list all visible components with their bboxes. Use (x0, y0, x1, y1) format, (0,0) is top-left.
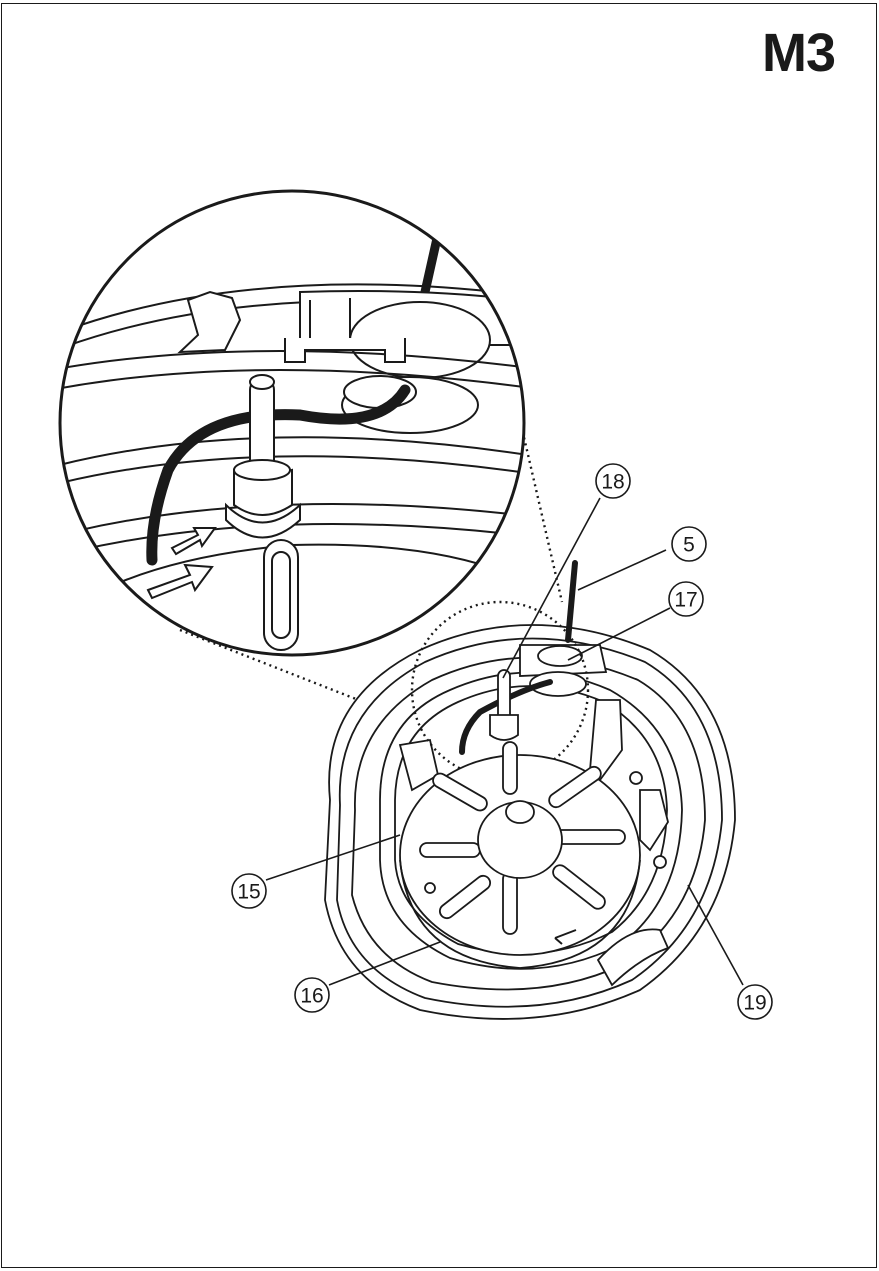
page-frame (1, 3, 877, 1268)
detail-leader-lines (179, 419, 564, 734)
callout-leaders (265, 497, 744, 986)
callout-17: 17 (668, 581, 704, 617)
svg-text:18: 18 (601, 471, 624, 494)
callout-18: 18 (595, 463, 631, 499)
svg-text:5: 5 (683, 534, 695, 557)
page-id: M3 (761, 23, 836, 83)
callout-19: 19 (737, 984, 773, 1020)
callout-5: 5 (671, 526, 707, 562)
svg-text:17: 17 (674, 589, 697, 612)
callout-15: 15 (231, 873, 267, 909)
svg-text:19: 19 (743, 992, 766, 1015)
svg-text:16: 16 (300, 985, 323, 1008)
device-assembly (324, 560, 736, 1020)
magnified-detail-view (58, 189, 526, 657)
svg-text:15: 15 (237, 881, 260, 904)
callout-16: 16 (294, 977, 330, 1013)
